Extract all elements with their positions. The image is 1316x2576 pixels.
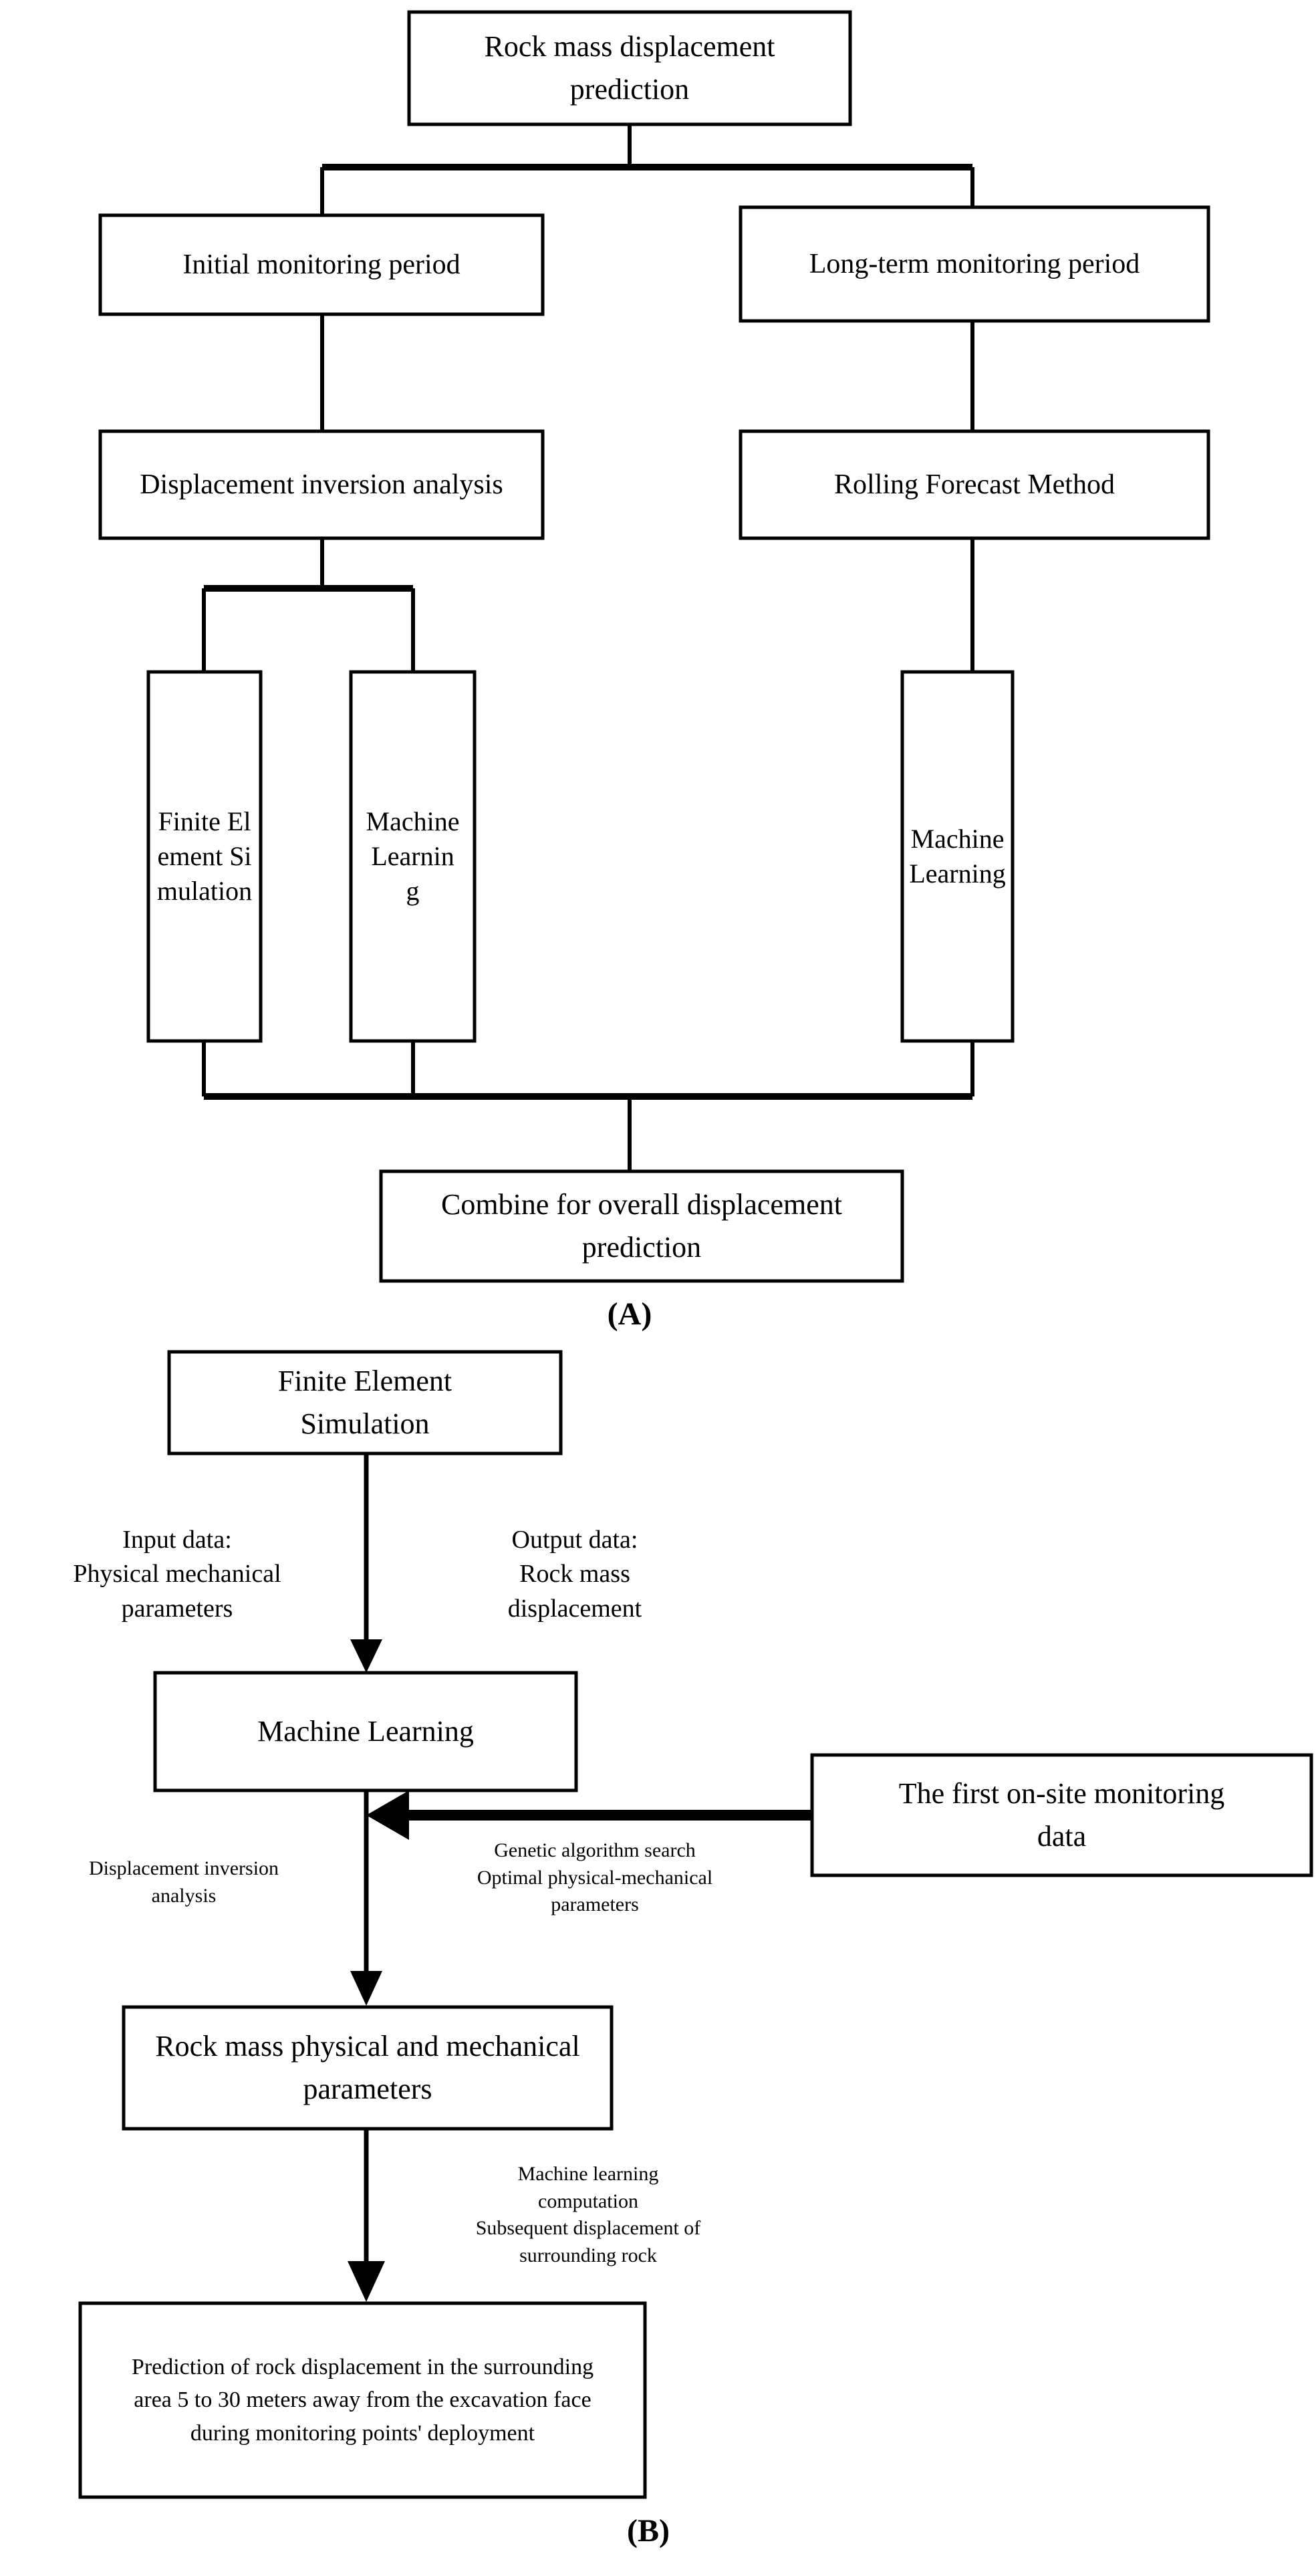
box-machine-learning-right-a — [900, 670, 1015, 1043]
box-root-prediction — [407, 10, 852, 126]
box-finite-element-simulation-a — [146, 670, 263, 1043]
box-first-onsite-monitoring-data — [810, 1753, 1313, 1877]
box-combine-overall-prediction — [379, 1169, 904, 1283]
panel-b-label: (B) — [627, 2513, 670, 2549]
arrow-params-to-prediction-head — [348, 2261, 385, 2302]
box-displacement-inversion-analysis — [98, 429, 545, 540]
panel-a-label: (A) — [607, 1296, 652, 1332]
box-machine-learning-left-a — [349, 670, 477, 1043]
arrow-fes-to-ml-head — [350, 1639, 382, 1673]
box-rock-mass-parameters — [122, 2005, 614, 2131]
box-rolling-forecast-method — [739, 429, 1210, 540]
box-machine-learning-b — [153, 1671, 578, 1792]
box-finite-element-simulation-b — [167, 1350, 563, 1455]
box-longterm-monitoring-period — [739, 205, 1210, 323]
box-initial-monitoring-period — [98, 213, 545, 316]
arrow-onsite-to-spine-head — [366, 1790, 409, 1840]
box-final-prediction — [78, 2301, 647, 2499]
arrow-ml-to-params-head — [350, 1971, 382, 2006]
